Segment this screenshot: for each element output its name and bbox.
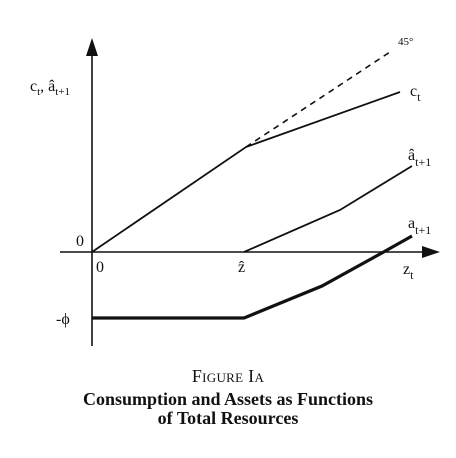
consumption-assets-diagram: ct, ât+1 45° ct ât+1 at+1 0 0 ẑ zt -ϕ xyxy=(30,36,440,346)
y-axis-label: ct, ât+1 xyxy=(30,78,70,98)
z-label: z xyxy=(403,261,410,278)
assets-curve-label: at+1 xyxy=(408,215,431,237)
figure-title: Consumption and Assets as Functions of T… xyxy=(0,390,456,428)
c-label: c xyxy=(410,83,417,100)
neg-phi-label: -ϕ xyxy=(56,311,70,328)
figure-title-line2: of Total Resources xyxy=(157,408,299,428)
ahat-curve-label: ât+1 xyxy=(408,147,431,169)
figure-label: Figure Ia xyxy=(191,366,265,386)
a-label: a xyxy=(408,215,415,232)
origin-label-x: 0 xyxy=(96,259,104,276)
y-label-ahat-sub: t+1 xyxy=(55,86,70,98)
ahat-curve xyxy=(243,165,413,253)
z-label-sub: t xyxy=(410,268,414,282)
ahat-label: â xyxy=(408,147,415,164)
y-axis-arrowhead xyxy=(86,38,98,56)
ahat-label-sub: t+1 xyxy=(415,155,431,169)
y-label-separator: , xyxy=(40,78,48,95)
y-label-ahat: â xyxy=(48,78,55,95)
origin-label-y: 0 xyxy=(76,233,84,250)
assets-curve xyxy=(92,234,413,320)
c-label-sub: t xyxy=(417,90,421,104)
figure-title-line1: Consumption and Assets as Functions xyxy=(82,389,374,409)
y-label-c-sub: t xyxy=(37,86,40,98)
forty-five-degree-label: 45° xyxy=(398,36,413,48)
x-axis-label: zt xyxy=(403,261,414,282)
a-label-sub: t+1 xyxy=(415,223,431,237)
zhat-label: ẑ xyxy=(238,259,245,276)
x-axis-arrowhead xyxy=(422,246,440,258)
y-label-c: c xyxy=(30,78,37,95)
forty-five-degree-line xyxy=(245,51,391,148)
consumption-curve-label: ct xyxy=(410,83,421,104)
consumption-curve xyxy=(91,91,401,253)
